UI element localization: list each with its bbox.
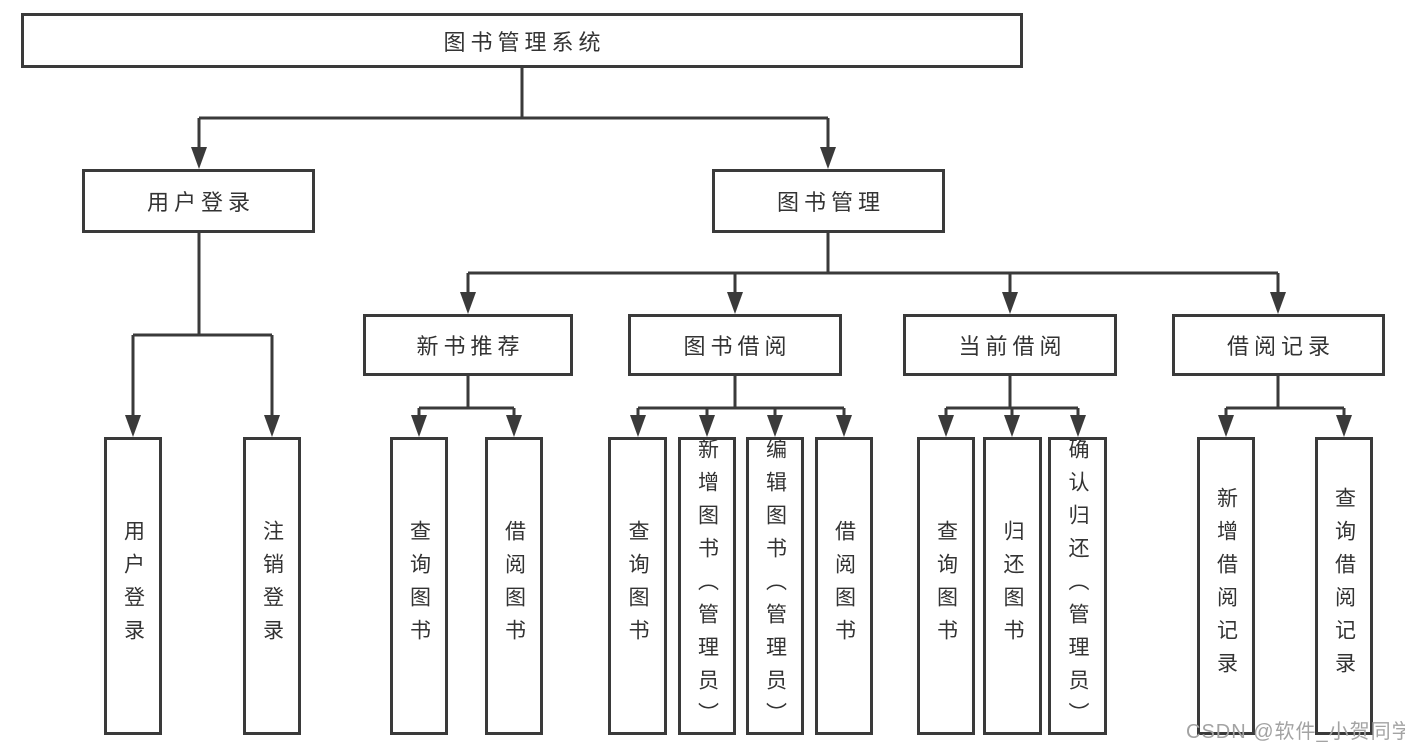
node-label: 图书借阅 (683, 334, 792, 359)
node-label: 图书管理 (776, 190, 885, 215)
node-label: 图书管理系统 (443, 29, 606, 55)
node-current-borrowing: 当前借阅 (903, 314, 1117, 376)
node-label: 查询借阅记录 (1332, 487, 1356, 685)
node-label: 新增图书（管理员） (695, 437, 719, 735)
leaf-return-books: 归还图书 (983, 437, 1042, 735)
node-label: 借阅记录 (1226, 334, 1335, 359)
leaf-logout: 注销登录 (243, 437, 301, 735)
node-label: 用户登录 (121, 520, 145, 652)
node-new-book-recommend: 新书推荐 (363, 314, 573, 376)
node-book-management: 图书管理 (712, 169, 945, 233)
node-label: 确认归还（管理员） (1066, 437, 1089, 735)
leaf-query-borrow-record: 查询借阅记录 (1315, 437, 1373, 735)
node-label: 查询图书 (407, 520, 431, 652)
leaf-query-books-recommend: 查询图书 (390, 437, 448, 735)
node-label: 查询图书 (934, 520, 958, 652)
node-label: 编辑图书（管理员） (763, 437, 787, 735)
csdn-watermark: CSDN @软件_小贺同学 (1186, 721, 1405, 743)
node-library-management-system: 图书管理系统 (21, 13, 1023, 68)
node-label: 借阅图书 (502, 520, 526, 652)
leaf-edit-books-admin: 编辑图书（管理员） (746, 437, 804, 735)
node-borrowing-records: 借阅记录 (1172, 314, 1385, 376)
leaf-borrow-books-recommend: 借阅图书 (485, 437, 543, 735)
node-label: 用户登录 (146, 190, 255, 215)
node-book-borrowing: 图书借阅 (628, 314, 842, 376)
node-label: 借阅图书 (832, 520, 856, 652)
node-label: 归还图书 (1001, 520, 1024, 652)
leaf-query-books-current: 查询图书 (917, 437, 975, 735)
leaf-borrow-books: 借阅图书 (815, 437, 873, 735)
leaf-confirm-return-admin: 确认归还（管理员） (1048, 437, 1107, 735)
node-label: 新书推荐 (416, 334, 525, 359)
node-user-login: 用户登录 (82, 169, 315, 233)
leaf-query-books-borrowing: 查询图书 (608, 437, 667, 735)
node-label: 新增借阅记录 (1214, 487, 1238, 685)
node-label: 注销登录 (260, 520, 284, 652)
leaf-add-borrow-record: 新增借阅记录 (1197, 437, 1255, 735)
leaf-add-books-admin: 新增图书（管理员） (678, 437, 736, 735)
node-label: 查询图书 (626, 520, 649, 652)
node-label: 当前借阅 (958, 334, 1067, 359)
leaf-user-login: 用户登录 (104, 437, 162, 735)
